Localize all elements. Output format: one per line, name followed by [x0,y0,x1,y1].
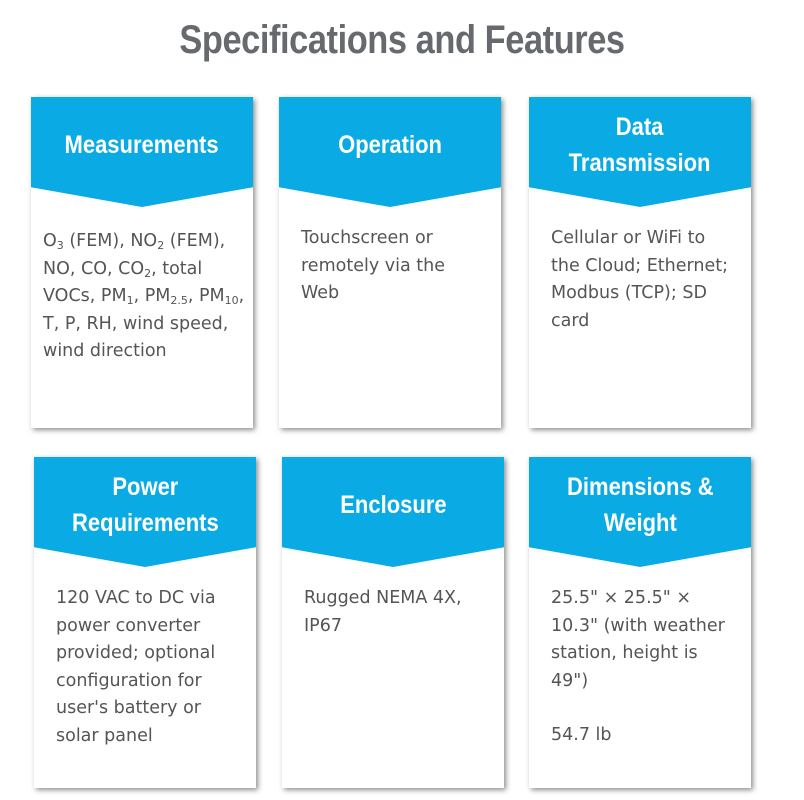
card-title: Measurements [64,131,220,159]
card-header: Dimensions & Weight [529,457,751,567]
card-header: Enclosure [282,457,504,567]
card-text: Cellular or WiFi to the Cloud; Ethernet;… [551,228,729,331]
card-measurements: Measurements O3 (FEM), NO2 (FEM), NO, CO… [31,97,253,428]
card-body: O3 (FEM), NO2 (FEM), NO, CO, CO2, total … [43,228,247,366]
card-power-requirements: Power Requirements 120 VAC to DC via pow… [34,457,256,788]
card-body: Cellular or WiFi to the Cloud; Ethernet;… [551,225,737,335]
card-title: Power Requirements [71,473,219,537]
card-body: 120 VAC to DC via power converter provid… [56,585,242,750]
card-body: Touchscreen or remotely via the Web [301,225,487,308]
card-header: Measurements [31,97,253,207]
measurements-text: O3 (FEM), NO2 (FEM), NO, CO, CO2, total … [43,231,245,361]
card-dimensions-weight: Dimensions & Weight 25.5" × 25.5" × 10.3… [529,457,751,788]
card-title: Operation [338,131,442,159]
card-operation: Operation Touchscreen or remotely via th… [279,97,501,428]
card-title: Dimensions & Weight [566,473,714,537]
card-enclosure: Enclosure Rugged NEMA 4X, IP67 [282,457,504,788]
card-body: 25.5" × 25.5" × 10.3" (with weather stat… [551,585,737,750]
page-title: Specifications and Features [179,18,625,62]
card-text-weight: 54.7 lb [551,725,612,745]
card-title: Enclosure [339,491,447,519]
card-text: 120 VAC to DC via power converter provid… [56,588,216,746]
card-body: Rugged NEMA 4X, IP67 [304,585,490,640]
card-data-transmission: Data Transmission Cellular or WiFi to th… [529,97,751,428]
card-text: Touchscreen or remotely via the Web [301,228,445,303]
card-header: Power Requirements [34,457,256,567]
card-header: Operation [279,97,501,207]
card-header: Data Transmission [529,97,751,207]
card-text: 25.5" × 25.5" × 10.3" (with weather stat… [551,588,725,691]
card-text: Rugged NEMA 4X, IP67 [304,588,462,636]
card-title: Data Transmission [569,113,711,177]
